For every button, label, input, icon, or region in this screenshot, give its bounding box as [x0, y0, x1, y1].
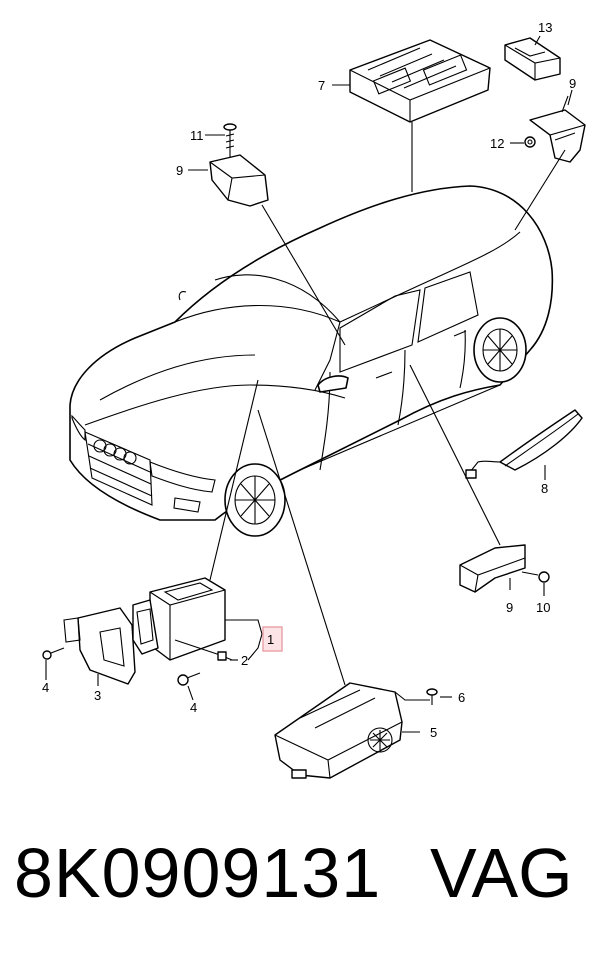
car-illustration [69, 185, 554, 537]
callout-3: 3 [94, 688, 101, 703]
bracket-9-right [529, 95, 586, 163]
screw-4-left [42, 647, 65, 660]
screw-10 [521, 571, 550, 583]
connector-13 [504, 37, 561, 81]
callout-2: 2 [241, 653, 248, 668]
parts-diagram: 1 2 3 4 4 5 6 7 8 9 9 9 10 11 12 13 [42, 20, 586, 779]
control-module-7 [349, 39, 491, 123]
callout-labels: 1 2 3 4 4 5 6 7 8 9 9 9 10 11 12 13 [42, 20, 576, 740]
callout-6: 6 [458, 690, 465, 705]
part-number: 8K0909131 [14, 834, 382, 912]
bracket-9-lower [459, 544, 526, 593]
callout-9-lower: 9 [506, 600, 513, 615]
brand-label: VAG [430, 834, 573, 912]
nut-2 [217, 651, 227, 661]
screw-4-right [177, 672, 201, 686]
screw-6 [426, 688, 438, 705]
nut-12 [524, 136, 536, 148]
callout-10: 10 [536, 600, 550, 615]
callout-9-top-left: 9 [176, 163, 183, 178]
callout-4-left: 4 [42, 680, 49, 695]
callout-12: 12 [490, 136, 504, 151]
callout-1-highlight [262, 626, 283, 652]
callout-5: 5 [430, 725, 437, 740]
callout-8: 8 [541, 481, 548, 496]
callout-11: 11 [190, 128, 204, 143]
callout-9-top-right: 9 [569, 76, 576, 91]
bracket-3 [63, 607, 136, 685]
handle-sensor-8 [465, 409, 583, 479]
bracket-9-left [209, 154, 269, 207]
callout-1: 1 [267, 632, 274, 647]
callout-4-right: 4 [190, 700, 197, 715]
leader-lines [45, 35, 573, 733]
callout-7: 7 [318, 78, 325, 93]
module-5 [274, 682, 403, 779]
screw-11 [223, 123, 237, 158]
switch-unit-1 [132, 577, 233, 661]
callout-13: 13 [538, 20, 552, 35]
